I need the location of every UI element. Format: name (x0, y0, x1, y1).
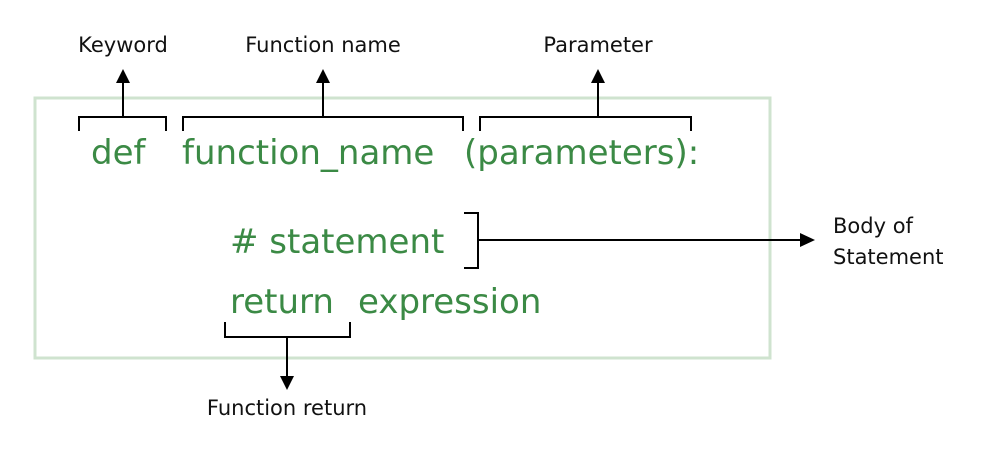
return-arrow-head (280, 376, 294, 390)
code-return-expression: expression (358, 282, 541, 322)
function-return-label: Function return (207, 396, 367, 420)
code-parameters: (parameters): (464, 133, 699, 173)
keyword-arrow-head (116, 69, 130, 83)
code-keyword: def (91, 133, 147, 173)
keyword-label: Keyword (78, 33, 168, 57)
body-label-line1: Body of (833, 214, 914, 238)
code-return-keyword: return (230, 282, 334, 322)
keyword-bracket (78, 116, 167, 131)
parameter-label: Parameter (543, 33, 653, 57)
function-name-bracket (182, 116, 464, 131)
return-bracket (224, 322, 351, 338)
function-name-arrow-head (316, 69, 330, 83)
body-arrow-head (800, 233, 815, 247)
code-statement: # statement (230, 222, 444, 262)
function-name-label: Function name (245, 33, 401, 57)
parameter-bracket (479, 116, 692, 131)
parameter-arrow-head (591, 69, 605, 83)
body-label-line2: Statement (833, 245, 944, 269)
code-frame (33, 96, 772, 360)
code-function-name: function_name (182, 133, 434, 173)
body-bracket (464, 212, 479, 269)
